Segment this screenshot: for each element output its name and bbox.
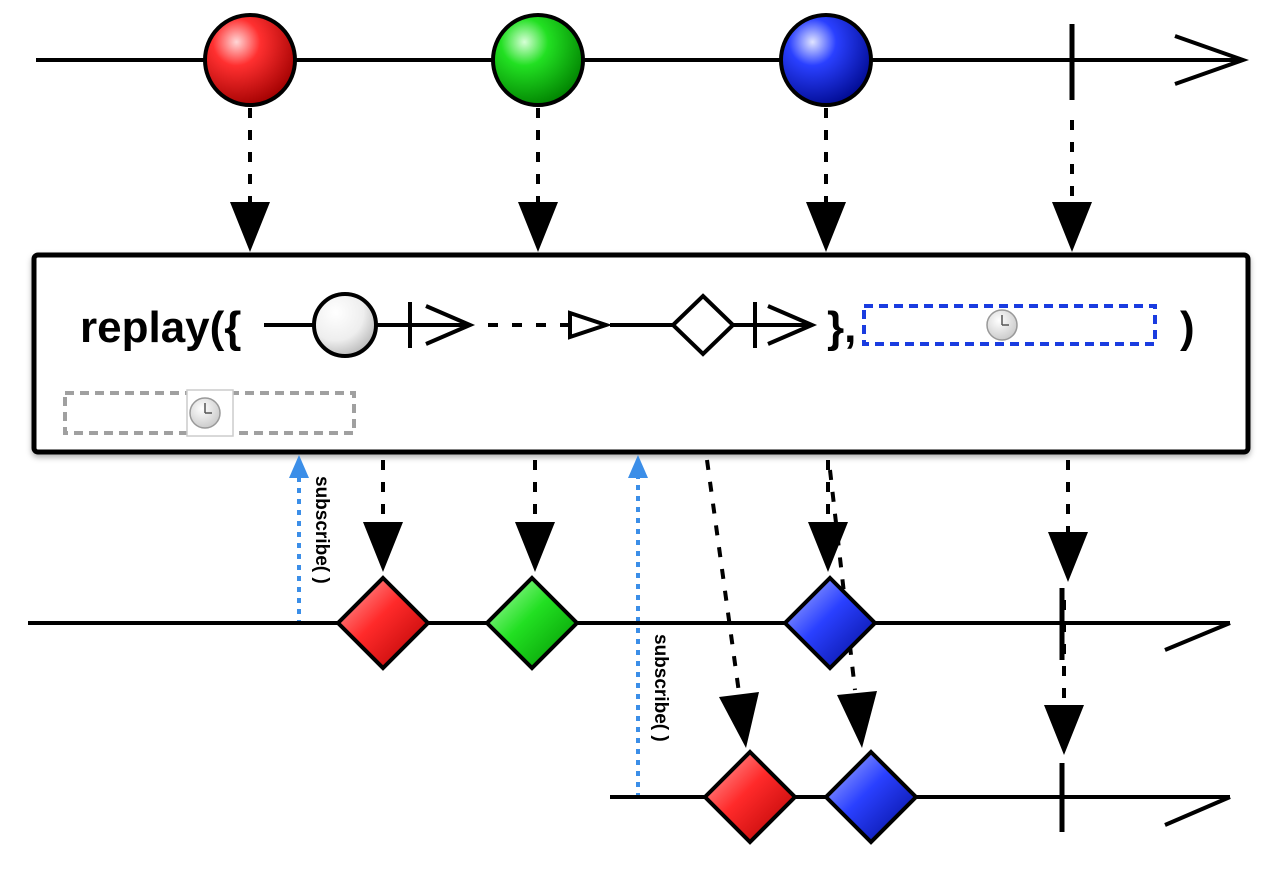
window-parameter-box: [862, 304, 1157, 346]
arrowhead: [1052, 202, 1092, 252]
operator-to-subscriber1-arrowheads: [363, 522, 1088, 582]
selector-function-diagram: [264, 292, 818, 358]
subscriber-1-diamond-blue: [782, 575, 878, 671]
subscriber-1-diamond-green: [484, 575, 580, 671]
selector-input-marble: [312, 292, 378, 358]
source-marble-blue: [779, 13, 873, 107]
selector-input-arrowhead: [425, 304, 476, 346]
arrowhead: [1044, 705, 1084, 755]
scheduler-parameter-box: [63, 389, 356, 437]
subscribe-label-1: subscribe( ): [311, 476, 332, 584]
source-to-operator-arrowheads: [230, 202, 1092, 252]
source-to-operator-arrows: [248, 108, 1074, 205]
arrowhead: [518, 202, 558, 252]
source-timeline: [36, 13, 1250, 107]
operator-prefix-text: replay({: [80, 303, 241, 352]
subscriber-2-timeline: [610, 749, 1231, 845]
arrowhead: [806, 202, 846, 252]
dotted-arrow-shaft: [705, 459, 742, 701]
selector-transform-arrowhead: [568, 310, 613, 340]
arrowhead: [837, 691, 877, 748]
dotted-arrow-shaft: [828, 469, 857, 691]
subscriber-2-arrowhead: [1164, 795, 1231, 827]
arrowhead: [230, 202, 270, 252]
clock-icon: [189, 397, 221, 429]
subscriber-1-arrowhead: [1164, 621, 1231, 652]
arrowhead: [719, 692, 759, 748]
selector-output-diamond: [670, 293, 736, 357]
source-marble-red: [203, 13, 297, 107]
subscriber-1-diamond-red: [335, 575, 431, 671]
arrowhead: [808, 522, 848, 572]
operator-middle-text: },: [827, 303, 856, 352]
subscriber-2-diamond-blue: [823, 749, 919, 845]
subscriber-1-timeline: [28, 575, 1231, 671]
subscribe-arrow-1: [289, 455, 309, 625]
subscriber-2-diamond-red: [702, 749, 798, 845]
arrowhead: [515, 522, 555, 572]
subscribe-arrow-2: [628, 455, 648, 798]
clock-icon: [986, 309, 1018, 341]
subscribe-label-2: subscribe( ): [650, 634, 671, 742]
arrowhead: [363, 522, 403, 572]
operator-to-subscriber2-arrowheads: [719, 691, 1084, 755]
source-timeline-arrowhead: [1174, 34, 1250, 86]
selector-output-arrowhead: [767, 304, 818, 346]
arrowhead: [1048, 532, 1088, 582]
operator-suffix-text: ): [1180, 303, 1195, 352]
window-dashed-frame: [862, 304, 1157, 346]
operator-to-subscriber1-arrows: [381, 460, 1070, 535]
operator-box: replay({ }, ): [31, 252, 1251, 455]
operator-to-subscriber2-arrows: [705, 459, 1066, 708]
source-marble-green: [491, 13, 585, 107]
